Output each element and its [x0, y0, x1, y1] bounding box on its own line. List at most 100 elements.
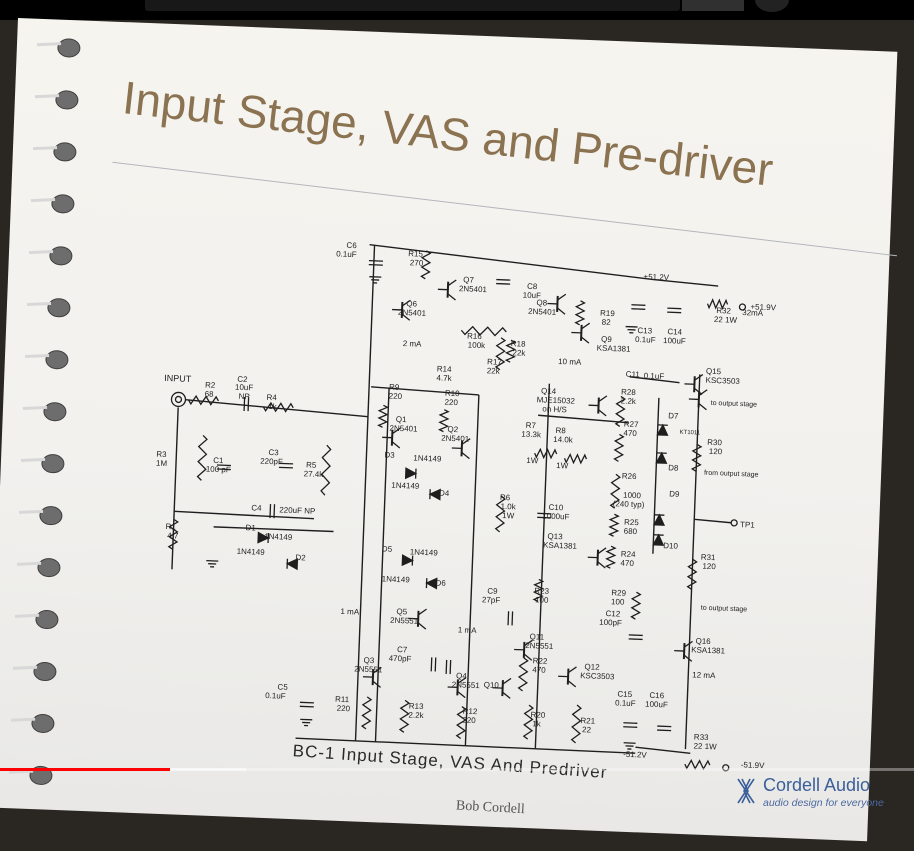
binder-ring — [46, 350, 69, 369]
avatar[interactable] — [755, 0, 789, 12]
label-r3v: 1M — [156, 459, 168, 468]
capacitor — [496, 284, 510, 285]
capacitor — [508, 611, 509, 625]
transistor — [598, 548, 606, 554]
capacitor — [496, 280, 510, 281]
resistor — [576, 301, 585, 325]
label-c6v: 0.1uF — [336, 249, 357, 259]
label-tp1: TP1 — [740, 520, 756, 530]
search-bar[interactable] — [145, 0, 680, 11]
label-r23v: 100 — [535, 595, 549, 605]
label-r33v: 22 1W — [693, 741, 717, 751]
label-d1: D1 — [245, 523, 256, 532]
transistor — [373, 681, 381, 687]
label-r21v: 22 — [582, 725, 592, 734]
label-r32v: 22 1W — [714, 315, 738, 325]
label-r1: R1 — [165, 522, 176, 531]
schematic-wire — [653, 398, 659, 554]
label-r2: R2 — [205, 380, 216, 389]
transistor — [418, 623, 426, 629]
transistor — [684, 655, 692, 661]
label-c11v: 0.1uF — [644, 371, 665, 381]
label-c10v: 1000uF — [542, 511, 570, 521]
binder-ring — [38, 558, 61, 577]
label-r18v: 22k — [512, 348, 526, 358]
logo-title: Cordell Audio — [763, 775, 870, 796]
diode — [402, 555, 412, 565]
binder-ring — [40, 506, 63, 525]
label-d6: D6 — [435, 578, 446, 587]
label-r16v: 100k — [468, 341, 487, 351]
capacitor — [667, 308, 681, 309]
resistor — [631, 592, 640, 619]
label-dmark: KT1011 — [679, 430, 700, 437]
label-c6: C6 — [346, 241, 357, 250]
transistor — [568, 681, 576, 687]
label-c3: C3 — [268, 448, 279, 457]
tp1-terminal — [731, 520, 737, 526]
binder-wire — [19, 510, 43, 513]
binder-wire — [37, 43, 61, 46]
cordell-audio-logo: Cordell Audio audio design for everyone — [735, 773, 910, 818]
capacitor — [431, 657, 432, 671]
transistor — [503, 678, 511, 684]
label-r30v: 120 — [709, 447, 723, 457]
capacitor — [446, 660, 447, 674]
label-c7: C7 — [397, 645, 408, 654]
label-ma2: 2 mA — [403, 339, 423, 349]
schematic-wire — [375, 388, 389, 743]
label-r26: R26 — [622, 472, 638, 482]
diode — [654, 515, 664, 525]
label-ma12: 12 mA — [692, 670, 716, 680]
label-r26t: (240 typ) — [613, 499, 645, 509]
transistor — [581, 337, 589, 343]
label-q12v: KSC3503 — [580, 671, 615, 681]
transistor — [557, 308, 565, 314]
label-r6w: 1W — [502, 511, 515, 520]
label-d6v: 1N4149 — [382, 574, 411, 584]
diode — [653, 535, 663, 545]
capacitor — [279, 467, 293, 468]
author-name: Bob Cordell — [455, 798, 525, 818]
label-c1: C1 — [213, 456, 224, 465]
label-q7v: 2N5401 — [459, 284, 488, 294]
resistor — [188, 396, 218, 405]
binder-wire — [15, 614, 39, 617]
label-d3: D3 — [384, 450, 395, 459]
label-q1v: 2N5401 — [389, 424, 418, 434]
input-jack — [175, 396, 181, 402]
binder-wire — [35, 95, 59, 98]
label-r24v: 470 — [620, 559, 634, 569]
label-to-out-b: to output stage — [701, 605, 748, 614]
transistor — [448, 294, 456, 300]
diode — [656, 453, 666, 463]
label-d2v: 1N4149 — [237, 547, 266, 557]
resistor — [519, 658, 528, 691]
capacitor — [623, 727, 637, 728]
binder-wire — [23, 406, 47, 409]
label-to-out-a: to output stage — [711, 400, 758, 409]
label-c16v: 100uF — [645, 700, 668, 710]
binder-ring — [54, 142, 77, 161]
label-r27v: 470 — [623, 429, 637, 439]
resistor — [614, 434, 623, 461]
label-r9v: 220 — [389, 392, 403, 402]
label-c4: C4 — [251, 503, 262, 512]
label-c11: C11 — [626, 370, 641, 380]
label-q4: Q4 — [456, 671, 468, 680]
label-d3v: 1N4149 — [413, 454, 442, 464]
resistor — [379, 405, 388, 427]
binder-ring — [58, 39, 81, 58]
search-button[interactable] — [682, 0, 744, 11]
capacitor — [629, 635, 643, 636]
transistor — [457, 691, 465, 697]
label-q2v: 2N5401 — [441, 434, 470, 444]
label-r17v: 22k — [487, 366, 501, 376]
binder-wire — [27, 303, 51, 306]
capacitor — [631, 309, 645, 310]
resistor — [197, 435, 207, 480]
schematic-wire — [214, 527, 334, 532]
video-progress-bar[interactable] — [0, 768, 914, 771]
label-r28v: 2.2k — [621, 396, 637, 406]
label-q1: Q1 — [396, 415, 408, 424]
